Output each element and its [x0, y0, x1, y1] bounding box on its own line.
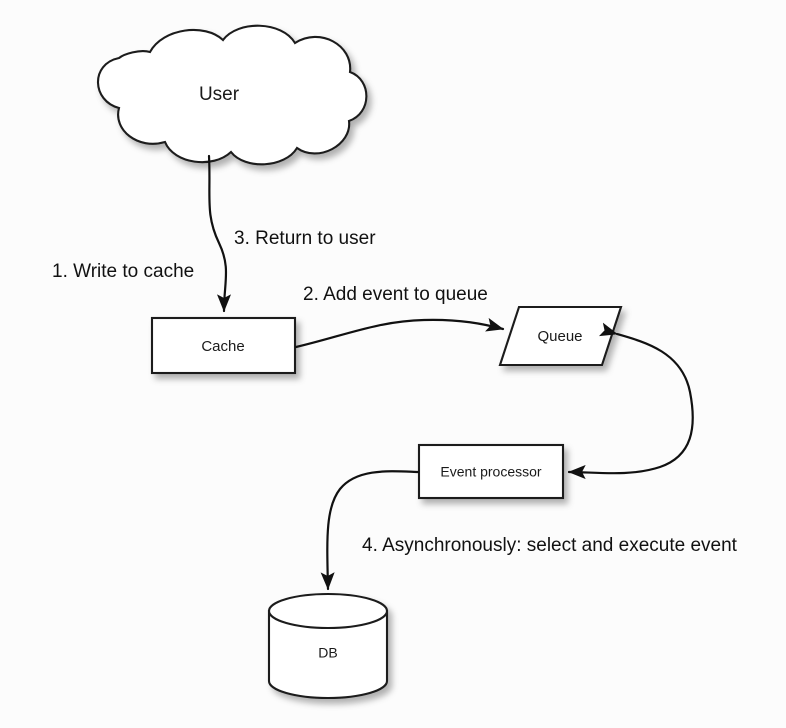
- node-cache-label: Cache: [201, 338, 244, 355]
- edge-cache-to-queue: [294, 317, 505, 349]
- node-db[interactable]: DB: [267, 592, 389, 700]
- db-body: [267, 609, 389, 700]
- edge-label-write-to-cache: 1. Write to cache: [52, 261, 194, 282]
- edge-event-processor-to-db: [320, 470, 420, 591]
- node-user[interactable]: User: [96, 24, 368, 166]
- cache-shape: [150, 316, 297, 375]
- db-top-ellipse: [267, 592, 389, 630]
- node-db-label: DB: [318, 645, 337, 661]
- node-queue[interactable]: Queue: [498, 305, 623, 367]
- edge-queue-event-processor: [567, 322, 694, 480]
- edge-label-return-to-user: 3. Return to user: [234, 228, 376, 249]
- edge-label-async-select-execute: 4. Asynchronously: select and execute ev…: [362, 535, 738, 556]
- edge-label-add-event-to-queue: 2. Add event to queue: [303, 284, 488, 305]
- node-event-processor[interactable]: Event processor: [417, 443, 565, 500]
- event-processor-shape: [417, 443, 565, 500]
- cloud-shape: [96, 24, 368, 166]
- node-user-label: User: [199, 84, 240, 105]
- node-queue-label: Queue: [537, 328, 582, 345]
- node-event-processor-label: Event processor: [440, 464, 541, 480]
- node-cache[interactable]: Cache: [150, 316, 297, 375]
- edge-user-to-cache: [207, 154, 232, 313]
